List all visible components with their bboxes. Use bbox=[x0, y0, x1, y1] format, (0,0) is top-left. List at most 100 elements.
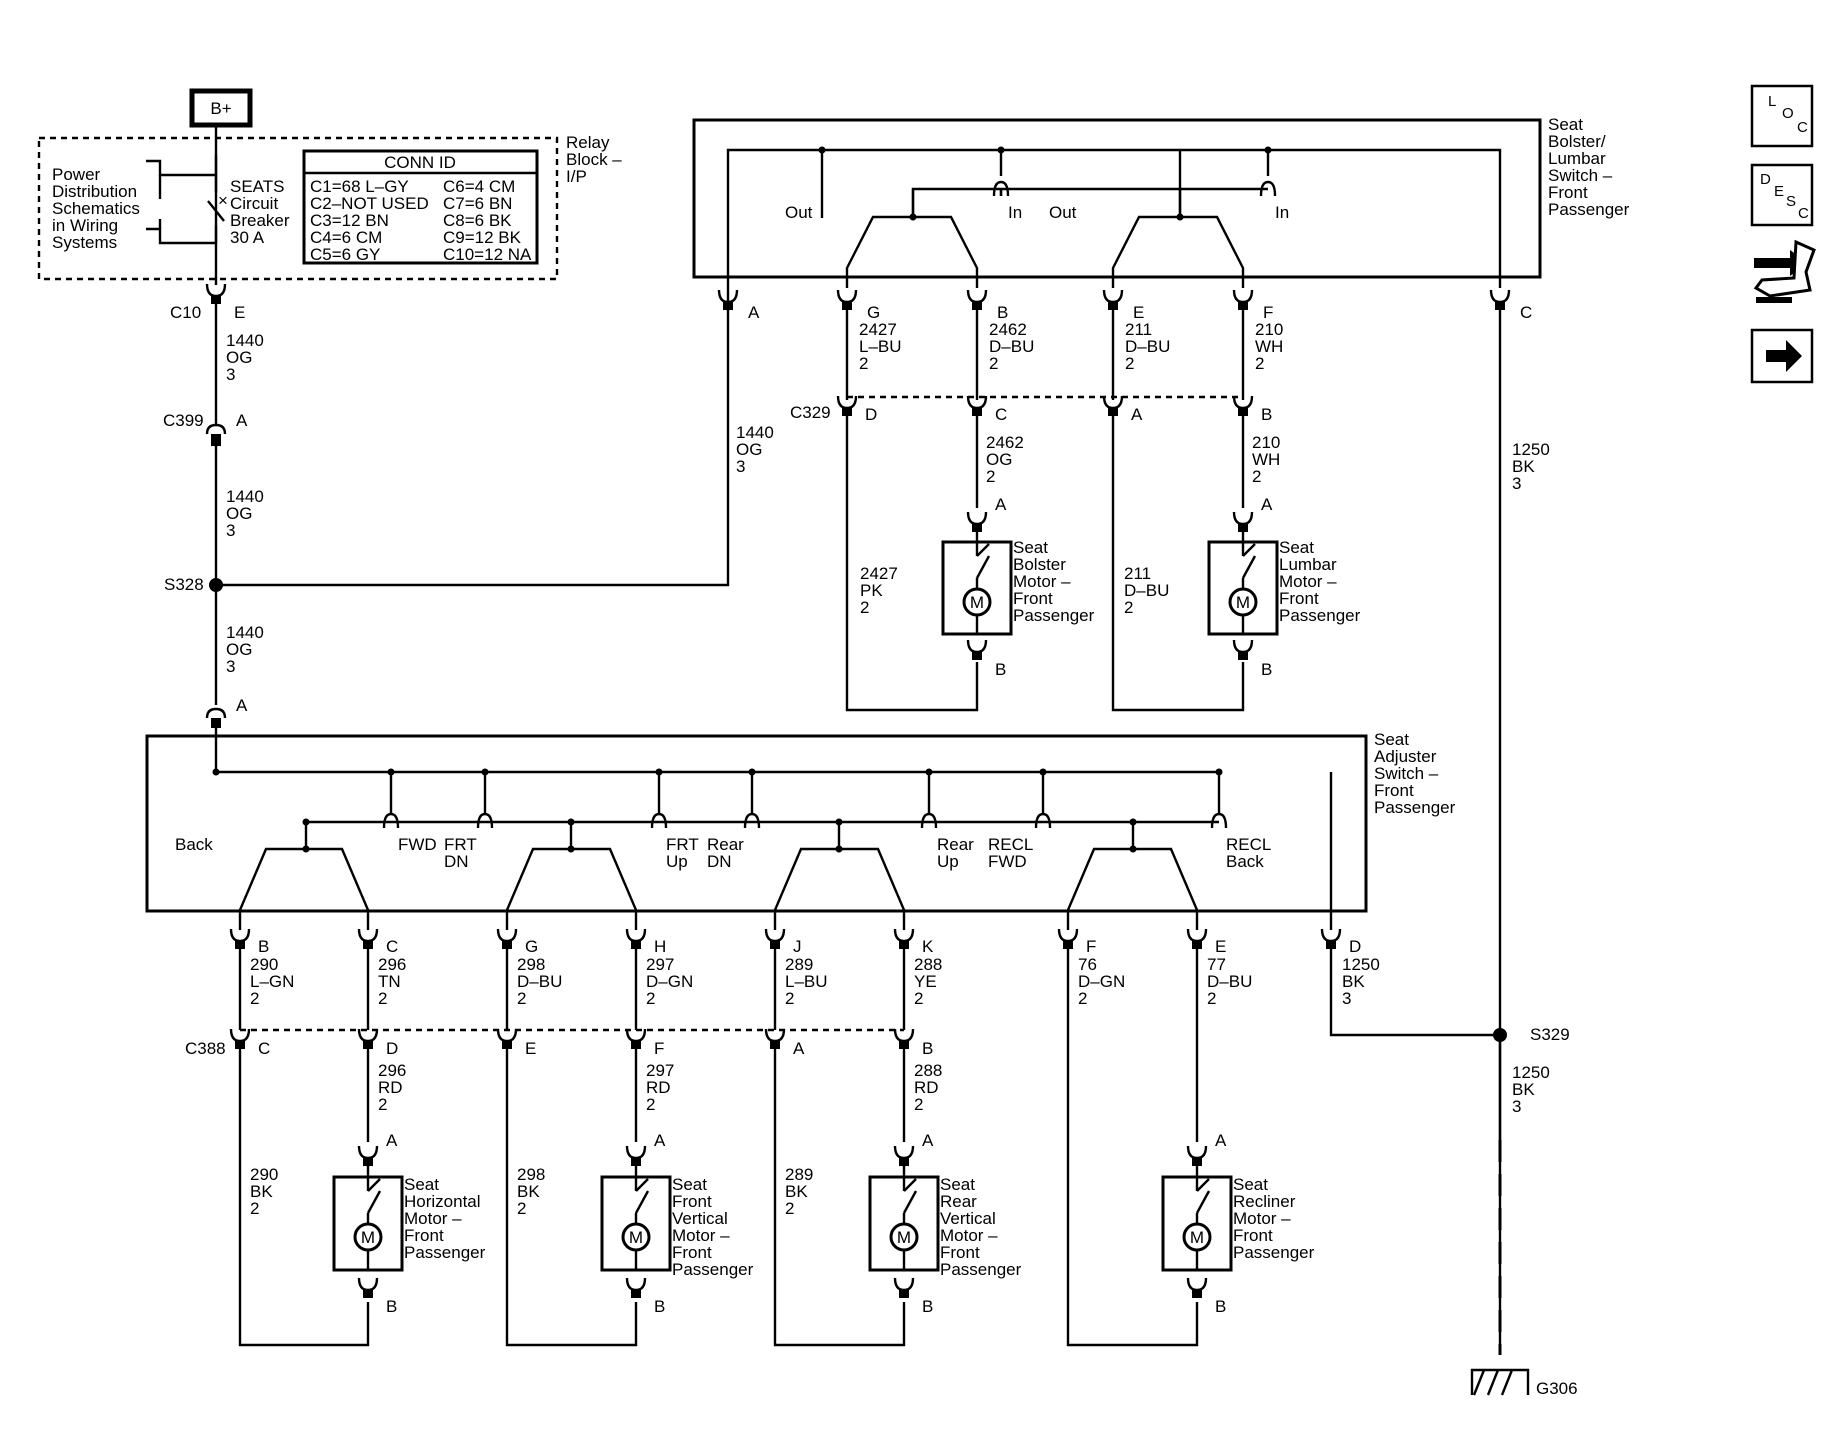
circuit-label: WH bbox=[1255, 337, 1283, 356]
circuit-label: OG bbox=[226, 504, 252, 523]
switch-contact bbox=[992, 180, 1010, 197]
switch-contact-label: Up bbox=[937, 852, 959, 871]
breaker-mark: × bbox=[218, 191, 228, 210]
seat-adjuster-switch-label: Seat bbox=[1374, 730, 1409, 749]
motor-label: Seat bbox=[940, 1175, 975, 1194]
circuit-label: 2 bbox=[517, 1199, 526, 1218]
motor-brush bbox=[903, 1178, 917, 1192]
circuit-1250 bbox=[1329, 949, 1500, 1037]
circuit-label: 2 bbox=[986, 467, 995, 486]
ground-hatch bbox=[1500, 1369, 1514, 1396]
circuit-label: 3 bbox=[226, 657, 235, 676]
connector-pin bbox=[1238, 524, 1248, 532]
pin-label: B bbox=[1261, 660, 1272, 679]
power-distribution-note: in Wiring bbox=[52, 216, 118, 235]
connector-pin bbox=[1192, 1158, 1202, 1166]
circuit-label: BK bbox=[785, 1182, 808, 1201]
circuit-label: 1440 bbox=[226, 623, 264, 642]
circuit-label: 3 bbox=[1342, 989, 1351, 1008]
rocker-front-vertical bbox=[505, 847, 638, 930]
connector-pin bbox=[631, 1290, 641, 1298]
motor-pin-b bbox=[893, 1277, 915, 1292]
motor-pin-b bbox=[357, 1277, 379, 1292]
connector-pin bbox=[770, 1041, 780, 1049]
pin-label: B bbox=[1215, 1297, 1226, 1316]
power-source-box bbox=[189, 88, 253, 128]
connector-pin bbox=[723, 302, 733, 310]
adjuster-switch-pin bbox=[496, 928, 518, 943]
circuit-label: D–GN bbox=[646, 972, 693, 991]
description-icon-letter: E bbox=[1774, 183, 1784, 200]
location-button[interactable] bbox=[1750, 84, 1814, 148]
connector-c10-label: C10 bbox=[170, 303, 201, 322]
bolster-lumbar-switch-box bbox=[692, 118, 1542, 279]
pin-label: A bbox=[386, 1131, 398, 1150]
circuit-label: 2 bbox=[1125, 354, 1134, 373]
circuit-label: TN bbox=[378, 972, 401, 991]
pin-label: A bbox=[1131, 405, 1143, 424]
circuit-label: 2 bbox=[1207, 989, 1216, 1008]
motor-brush bbox=[976, 543, 990, 557]
adjuster-switch-pin bbox=[1320, 928, 1342, 943]
connector-c329-label: C329 bbox=[790, 403, 831, 422]
motor-pin-a bbox=[357, 1145, 379, 1160]
circuit-label: 2427 bbox=[860, 564, 898, 583]
circuit-label: BK bbox=[1512, 457, 1535, 476]
motor-label: Rear bbox=[940, 1192, 977, 1211]
circuit-label: 2 bbox=[860, 598, 869, 617]
circuit-label: 2462 bbox=[989, 320, 1027, 339]
switch-contact bbox=[1259, 180, 1277, 197]
connector-shape-icon bbox=[1753, 239, 1816, 298]
circuit-label: D–BU bbox=[1207, 972, 1252, 991]
conn-id-title: CONN ID bbox=[384, 153, 456, 172]
circuit-label: 2 bbox=[989, 354, 998, 373]
circuit-label: 296 bbox=[378, 1061, 406, 1080]
motor-pin-b bbox=[966, 639, 988, 654]
description-icon-letter: C bbox=[1798, 205, 1809, 222]
pin-label: G bbox=[867, 303, 880, 322]
circuit-label: 296 bbox=[378, 955, 406, 974]
ground-hatch bbox=[1472, 1369, 1486, 1396]
connector-pin bbox=[1192, 1290, 1202, 1298]
circuit-label: 2 bbox=[785, 989, 794, 1008]
connector-pin bbox=[1238, 408, 1248, 416]
connector-pin bbox=[972, 652, 982, 660]
connector-pin bbox=[972, 302, 982, 310]
circuit-1440 bbox=[216, 288, 730, 587]
circuit-label: OG bbox=[226, 640, 252, 659]
description-button[interactable] bbox=[1750, 163, 1814, 227]
switch-contact bbox=[1034, 812, 1052, 829]
circuit-label: 3 bbox=[226, 521, 235, 540]
circuit-label: 2 bbox=[250, 1199, 259, 1218]
circuit-label: 2 bbox=[785, 1199, 794, 1218]
circuit-label: RD bbox=[378, 1078, 403, 1097]
harness-icon[interactable] bbox=[1753, 239, 1816, 303]
arrow-right-icon bbox=[1766, 340, 1802, 372]
motor-brush bbox=[1242, 543, 1256, 557]
connector-c388-label: C388 bbox=[185, 1039, 226, 1058]
switch-contact-label: Up bbox=[666, 852, 688, 871]
circuit-label: RD bbox=[914, 1078, 939, 1097]
motor-brush bbox=[1195, 1190, 1211, 1214]
pin-label: A bbox=[654, 1131, 666, 1150]
conn-id-entry: C7=6 BN bbox=[443, 194, 512, 213]
switch-contact-label: In bbox=[1275, 203, 1289, 222]
circuit-label: OG bbox=[736, 440, 762, 459]
circuit-label: 288 bbox=[914, 1061, 942, 1080]
pin-label: K bbox=[922, 937, 934, 956]
circuit-label: 2 bbox=[1255, 354, 1264, 373]
circuit-label: D–BU bbox=[1124, 581, 1169, 600]
circuit-label: 211 bbox=[1125, 320, 1152, 339]
motor-label: Passenger bbox=[940, 1260, 1022, 1279]
motor-label: Front bbox=[404, 1226, 444, 1245]
circuit-label: 2462 bbox=[986, 433, 1024, 452]
power-distribution-note: Systems bbox=[52, 233, 117, 252]
circuit-label: 2 bbox=[646, 1095, 655, 1114]
splice-s329-label: S329 bbox=[1530, 1025, 1570, 1044]
description-icon-letter: S bbox=[1786, 193, 1796, 210]
motor-label: Front bbox=[1279, 589, 1319, 608]
motor-symbol: M bbox=[970, 593, 984, 612]
motor-label: Front bbox=[672, 1192, 712, 1211]
motor-label: Motor – bbox=[1233, 1209, 1291, 1228]
